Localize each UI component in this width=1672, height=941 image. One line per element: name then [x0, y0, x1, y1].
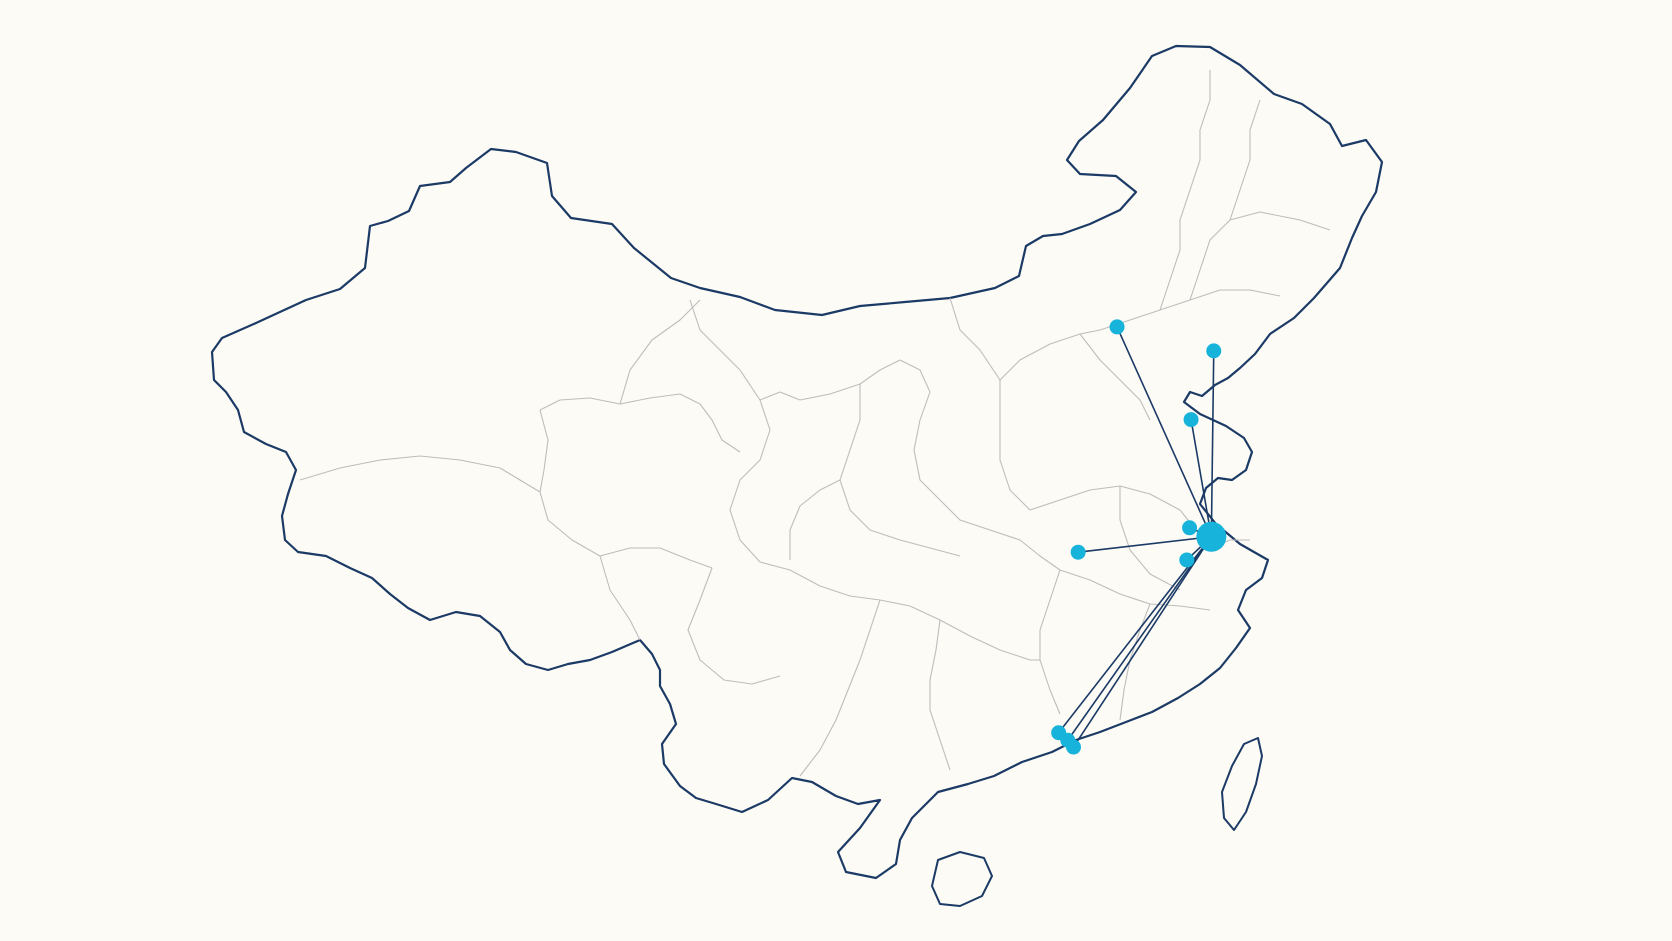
- route-line-shenzhen: [1072, 536, 1213, 748]
- city-marker-wuxi[interactable]: [1182, 520, 1198, 536]
- route-line-dalian: [1210, 350, 1215, 537]
- route-line-dongguan: [1067, 536, 1212, 741]
- taiwan-island: [1221, 737, 1263, 831]
- country-outline: [210, 44, 1384, 880]
- hainan-island: [931, 851, 993, 907]
- hub-marker-shanghai[interactable]: [1196, 521, 1227, 552]
- route-line-guangzhou: [1058, 536, 1212, 734]
- route-lines: [1058, 326, 1215, 748]
- route-line-beijing: [1116, 326, 1213, 538]
- city-marker-qingdao[interactable]: [1183, 412, 1199, 428]
- city-markers: [1051, 319, 1227, 755]
- city-marker-dalian[interactable]: [1206, 343, 1222, 359]
- city-marker-hangzhou[interactable]: [1179, 552, 1195, 568]
- city-marker-beijing[interactable]: [1109, 319, 1125, 335]
- city-marker-wuhan[interactable]: [1070, 544, 1086, 560]
- route-line-qingdao: [1190, 419, 1213, 537]
- city-marker-shenzhen[interactable]: [1066, 739, 1082, 755]
- route-line-wuhan: [1078, 535, 1212, 554]
